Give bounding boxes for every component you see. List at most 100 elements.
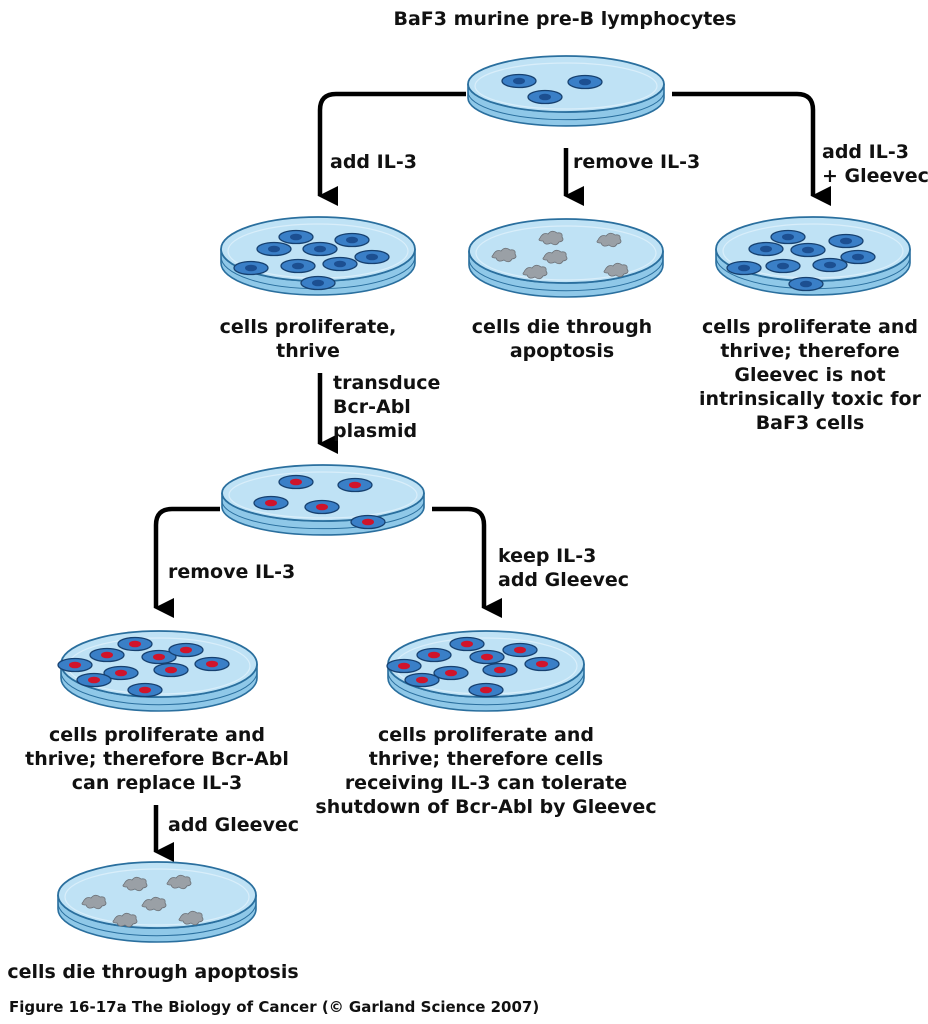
dish-transduced: [221, 464, 425, 536]
label-line: add IL-3: [822, 141, 909, 163]
step-keep-il3-add-gleevec: keep IL-3 add Gleevec: [498, 544, 629, 592]
label-line: cells proliferate and: [48, 724, 266, 746]
arrow-keep-il3-add-gleevec: [432, 506, 503, 619]
cell-nucleus: [101, 651, 113, 659]
cell-nucleus: [88, 676, 100, 684]
cell: [527, 89, 563, 105]
label-line: thrive; therefore cells: [368, 748, 604, 770]
cell-nucleus: [428, 651, 440, 659]
outcome-gleevec-not-toxic: cells proliferate and thrive; therefore …: [699, 315, 921, 435]
apoptotic-cell: [122, 876, 148, 892]
cell-nucleus: [153, 653, 165, 661]
dish-inner-rim: [474, 62, 658, 110]
cell: [468, 682, 504, 698]
label-line: intrinsically toxic for: [699, 388, 921, 410]
label-line: add Gleevec: [498, 569, 630, 591]
arrow-remove-il3-mid: [153, 506, 220, 619]
dish-rim-line: [221, 500, 425, 530]
label-line: thrive; therefore: [720, 340, 900, 362]
cell-nucleus: [777, 262, 789, 270]
cell-nucleus: [782, 233, 794, 241]
outcome-proliferate-thrive: cells proliferate, thrive: [220, 315, 397, 363]
label-line: cells proliferate and: [701, 316, 919, 338]
cell-nucleus: [539, 93, 551, 101]
dish-rim-line: [467, 91, 665, 121]
cell-nucleus: [494, 666, 506, 674]
dish-rim-line: [387, 671, 585, 706]
cell-nucleus: [349, 481, 361, 489]
step-transduce: transduce Bcr-Abl plasmid: [333, 371, 440, 443]
dish-start: [467, 55, 665, 127]
cell-nucleus: [760, 245, 772, 253]
cell: [469, 649, 505, 665]
label-line: can replace IL-3: [71, 772, 243, 794]
apoptotic-cell: [522, 264, 548, 280]
apoptotic-cell: [603, 262, 629, 278]
label-line: Bcr-Abl: [333, 396, 411, 418]
label-line: plasmid: [333, 420, 418, 442]
cell-nucleus: [334, 260, 346, 268]
cell-nucleus: [802, 246, 814, 254]
label-line: cells proliferate,: [219, 316, 397, 338]
cell-nucleus: [398, 662, 410, 670]
cell: [280, 258, 316, 274]
label-line: keep IL-3: [498, 545, 597, 567]
apoptotic-cell: [141, 896, 167, 912]
dish-top: [57, 861, 257, 929]
step-remove-il3-mid: remove IL-3: [168, 561, 296, 583]
cell-nucleus: [312, 279, 324, 287]
dish-rim-line: [57, 902, 257, 937]
label-line: BaF3 cells: [755, 412, 865, 434]
step-add-il3: add IL-3: [330, 151, 417, 173]
cell-nucleus: [738, 264, 750, 272]
cell: [416, 647, 452, 663]
cell-nucleus: [139, 686, 151, 694]
cell: [770, 229, 806, 245]
label-line: cells die through: [471, 316, 653, 338]
cell-nucleus: [180, 646, 192, 654]
cell: [253, 495, 289, 511]
cell-nucleus: [115, 669, 127, 677]
label-line: transduce: [333, 372, 441, 394]
dish-remove-il3: [468, 218, 664, 298]
apoptotic-cell: [596, 232, 622, 248]
cell-nucleus: [314, 245, 326, 253]
cell: [404, 672, 440, 688]
dish-top: [467, 55, 665, 113]
cell-nucleus: [290, 478, 302, 486]
apoptotic-cell: [542, 249, 568, 265]
cell: [788, 276, 824, 292]
label-line: + Gleevec: [822, 165, 928, 187]
dish-inner-rim: [228, 471, 418, 519]
cell: [812, 257, 848, 273]
cell-nucleus: [69, 661, 81, 669]
cell-nucleus: [824, 261, 836, 269]
outcome-die-apoptosis-top: cells die through apoptosis: [472, 315, 652, 363]
dish-rim-line: [60, 671, 258, 706]
cell: [828, 233, 864, 249]
cell: [350, 514, 386, 530]
apoptotic-cell: [491, 247, 517, 263]
dish-bcrabl: [57, 630, 258, 712]
cell-nucleus: [245, 264, 257, 272]
apoptotic-cell: [538, 230, 564, 246]
cell: [501, 73, 537, 89]
apoptotic-cell: [178, 910, 204, 926]
cell: [840, 249, 876, 265]
cell: [233, 260, 269, 276]
cell: [433, 665, 469, 681]
arrow-add-il3: [317, 91, 466, 207]
cell: [524, 656, 560, 672]
cell: [117, 636, 153, 652]
cell-nucleus: [445, 669, 457, 677]
dish-add-gleevec: [57, 861, 257, 943]
petri-dishes: [57, 55, 911, 943]
cell: [153, 662, 189, 678]
cell: [300, 275, 336, 291]
dish-inner-rim: [475, 225, 657, 281]
cell: [127, 682, 163, 698]
apoptotic-cell: [112, 912, 138, 928]
cell: [322, 256, 358, 272]
cell-nucleus: [268, 245, 280, 253]
cell-nucleus: [513, 77, 525, 85]
